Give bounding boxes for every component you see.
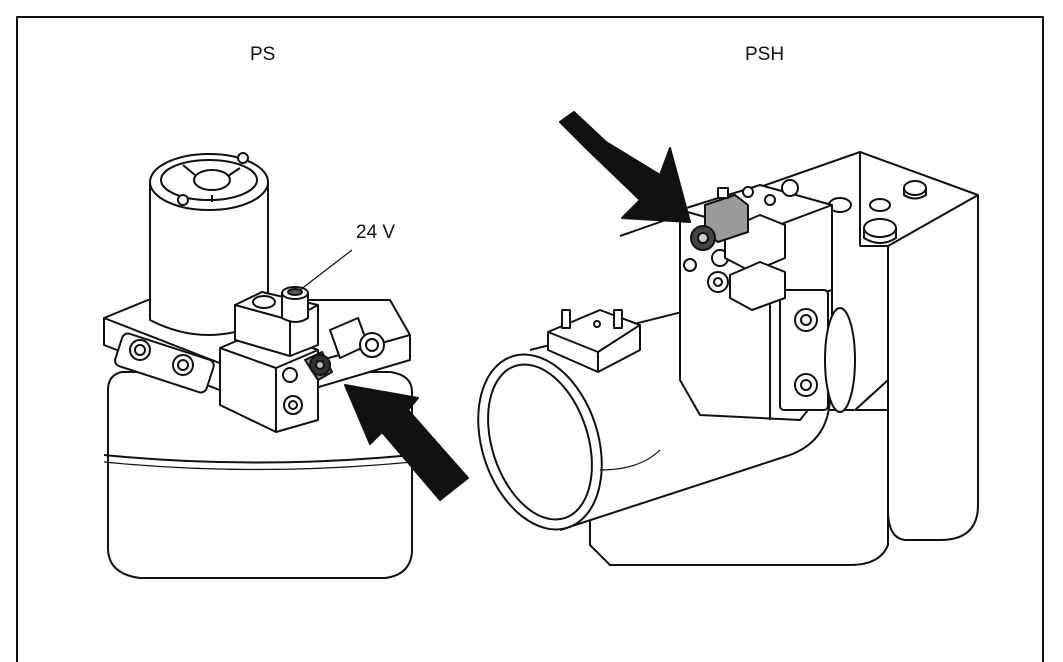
ps-unit — [103, 152, 469, 579]
ps-arrow-icon — [344, 384, 469, 501]
ps-tank — [107, 371, 413, 579]
ps-connector — [281, 293, 309, 323]
psh-motor-end — [477, 353, 603, 531]
voltage-leader — [299, 249, 353, 291]
label-psh: PSH — [745, 44, 785, 65]
psh-unit — [477, 111, 979, 566]
figure-frame — [16, 16, 1044, 662]
label-ps: PS — [250, 44, 276, 65]
voltage-callout: 24 V — [356, 222, 396, 243]
psh-solenoid-lower — [729, 261, 786, 311]
psh-arrow-icon — [559, 111, 691, 223]
